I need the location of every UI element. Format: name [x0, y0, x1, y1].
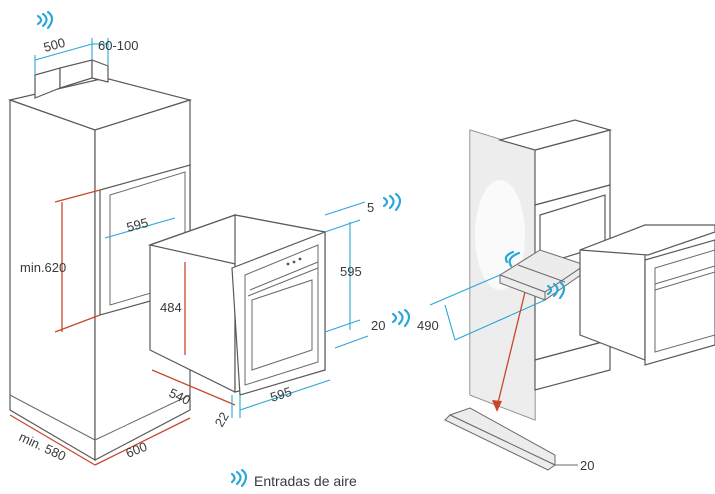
oven-handle — [247, 267, 319, 297]
left-cabinet — [7, 59, 193, 462]
air-intake-icon — [36, 10, 54, 30]
right-dimensions: 490 20 — [417, 250, 594, 473]
dim-20-trim: 20 — [580, 458, 594, 473]
right-plinth — [534, 339, 611, 391]
right-oven-handle — [654, 271, 715, 291]
dim-595-oven: 595 — [268, 384, 293, 405]
dim-484: 484 — [160, 300, 182, 315]
oven-center — [147, 214, 328, 396]
dim-line-580 — [9, 414, 96, 466]
dim-595-cavity: 595 — [125, 215, 150, 235]
dim-min620: min.620 — [20, 260, 66, 275]
dim-20: 20 — [371, 318, 385, 333]
dim-22: 22 — [212, 409, 232, 429]
dim-line-490 — [429, 274, 501, 306]
legend: Entradas de aire — [230, 468, 357, 489]
oven-door — [244, 244, 319, 386]
dim-490: 490 — [417, 318, 439, 333]
dim-line-500 — [34, 43, 93, 61]
right-oven-top — [579, 224, 715, 256]
air-intake-icon-shelf — [504, 250, 521, 268]
dim-line-595-cavity — [104, 217, 176, 239]
arrow-line — [496, 291, 526, 408]
dim-line-595-oven — [239, 379, 331, 411]
plinth-line-side — [9, 394, 96, 441]
vent-box-gap — [91, 59, 109, 83]
right-upper-top — [497, 119, 613, 151]
oven-window — [251, 279, 313, 371]
dim-line-600 — [94, 417, 191, 466]
right-cabinet — [444, 119, 715, 471]
cabinet-side — [9, 99, 96, 462]
oven-dimensions: 484 540 595 22 595 5 20 — [151, 192, 411, 430]
cavity-dimensions: min.620 595 — [20, 189, 176, 333]
legend-label: Entradas de aire — [254, 473, 357, 489]
oven-front — [231, 231, 326, 396]
dim-500: 500 — [42, 35, 67, 55]
trim-strip — [448, 407, 556, 466]
plinth-line — [94, 394, 191, 441]
air-intake-icon-bottom — [391, 308, 411, 328]
legend-air-intake-icon — [230, 468, 248, 488]
dim-60-100: 60-100 — [98, 38, 138, 53]
right-oven-door — [654, 249, 715, 353]
air-intake-icon-shelf-2 — [546, 280, 566, 300]
dim-line-540 — [151, 369, 236, 406]
dim-595-side: 595 — [340, 264, 362, 279]
air-intake-icon-top — [382, 192, 402, 212]
arrow-head — [492, 400, 502, 412]
dim-5: 5 — [367, 200, 374, 215]
top-dimensions: 500 60-100 — [34, 10, 138, 75]
